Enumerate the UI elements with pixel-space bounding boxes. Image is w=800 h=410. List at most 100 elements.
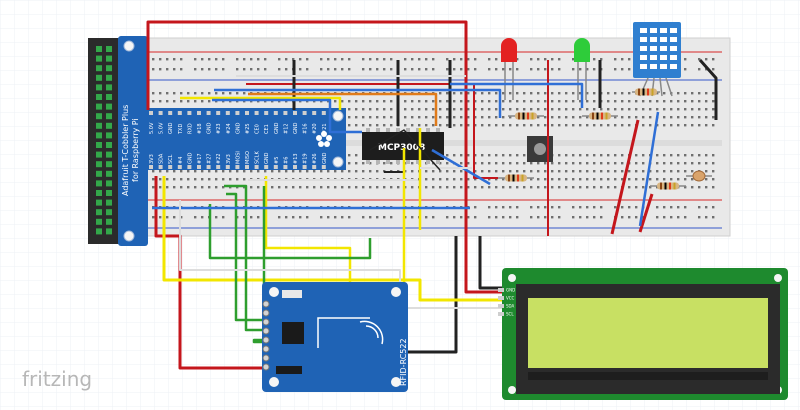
breadboard-hole [509,92,512,95]
rfid-header [276,366,302,374]
breadboard-hole [376,216,379,219]
breadboard-hole [152,58,155,61]
breadboard-hole [516,216,519,219]
breadboard-hole [432,116,435,119]
breadboard-hole [334,216,337,219]
breadboard-hole [327,68,330,71]
chip-leg [376,160,380,164]
breadboard-hole [621,58,624,61]
dht-vent [660,46,667,51]
cobbler-pin [216,165,221,169]
breadboard-hole [278,68,281,71]
breadboard-hole [432,170,435,173]
cobbler-pin-label: GND [293,122,299,134]
breadboard-hole [628,124,631,127]
breadboard-hole [677,124,680,127]
breadboard-hole [502,178,505,181]
breadboard-hole [628,116,631,119]
breadboard-hole [635,170,638,173]
breadboard-hole [607,178,610,181]
breadboard-hole [257,216,260,219]
rfid-pin [262,327,270,335]
dht-vent [660,55,667,60]
breadboard-hole [677,206,680,209]
cobbler-pin [168,165,173,169]
cobbler-pin [235,111,240,115]
breadboard-hole [348,124,351,127]
header-pin [106,170,112,177]
breadboard-hole [607,124,610,127]
breadboard-hole [187,100,190,103]
rfid-pin [262,345,270,353]
breadboard-hole [544,170,547,173]
chip-leg [366,128,370,132]
breadboard-hole [446,170,449,173]
breadboard-hole [670,124,673,127]
dht-vent-grid [640,28,677,69]
mount-hole [391,287,401,297]
mount-hole [269,377,279,387]
breadboard-hole [698,116,701,119]
chip-leg [396,160,400,164]
breadboard-hole [194,178,197,181]
breadboard-hole [670,154,673,157]
header-pin [96,113,102,120]
breadboard-hole [159,170,162,173]
breadboard-hole [327,58,330,61]
breadboard-hole [572,154,575,157]
breadboard-hole [558,100,561,103]
breadboard-hole [551,178,554,181]
breadboard-hole [236,58,239,61]
dht-vent [660,37,667,42]
breadboard-hole [495,154,498,157]
breadboard-hole [180,100,183,103]
breadboard-hole [684,116,687,119]
cobbler-pin [235,165,240,169]
cobbler-pin [216,111,221,115]
breadboard-hole [404,58,407,61]
wires [146,20,718,370]
breadboard-hole [474,216,477,219]
breadboard-hole [327,216,330,219]
breadboard-hole [698,58,701,61]
breadboard-hole [264,58,267,61]
header-pin [106,190,112,196]
breadboard-hole [614,116,617,119]
breadboard-hole [397,186,400,189]
breadboard-hole [390,162,393,165]
breadboard-hole [334,186,337,189]
breadboard-hole [369,116,372,119]
header-pin [96,55,102,62]
breadboard-hole [418,116,421,119]
breadboard-hole [607,162,610,165]
breadboard-hole [551,186,554,189]
breadboard-hole [544,68,547,71]
breadboard-hole [446,154,449,157]
breadboard-hole [537,124,540,127]
cobbler-pin-label: #24 [226,123,232,134]
breadboard-hole [544,124,547,127]
resistor [505,174,527,182]
breadboard-hole [467,58,470,61]
breadboard-hole [474,116,477,119]
breadboard-hole [467,124,470,127]
breadboard-hole [390,186,393,189]
breadboard-hole [194,170,197,173]
breadboard-hole [572,170,575,173]
breadboard-hole [467,178,470,181]
rfid-pin [262,363,270,371]
dht-vent [640,28,647,33]
breadboard-hole [488,206,491,209]
breadboard-hole [705,162,708,165]
breadboard-hole [474,170,477,173]
breadboard-hole [621,170,624,173]
breadboard-hole [201,92,204,95]
breadboard-hole [572,92,575,95]
breadboard-hole [369,186,372,189]
breadboard-hole [684,124,687,127]
breadboard-hole [355,186,358,189]
breadboard-hole [579,170,582,173]
breadboard-hole [586,124,589,127]
breadboard-hole [488,186,491,189]
mount-hole [123,230,135,242]
